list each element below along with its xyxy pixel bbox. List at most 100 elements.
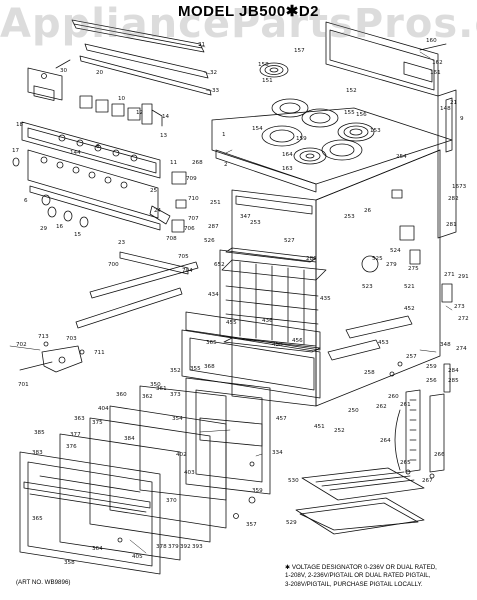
oven-cabinet [231,149,441,407]
part-callout: 457 [276,416,287,422]
part-callout: 709 [186,176,197,182]
part-callout: 652 [214,262,225,268]
part-callout: 258 [364,370,375,376]
side-panel [437,89,457,239]
part-callout: 158 [258,62,269,68]
part-callout: 6 [24,198,28,204]
part-callout: 159 [296,136,307,142]
part-callout: 9 [460,116,464,122]
part-callout: 362 [142,394,153,400]
part-callout: 373 [170,392,181,398]
part-callout: 32 [210,70,218,76]
part-callout: 24 [154,208,162,214]
part-callout: 164 [282,152,293,158]
part-callout: 14 [162,114,170,120]
part-callout: 451 [314,424,325,430]
part-callout: 254 [396,154,407,160]
part-callout: 524 [390,248,401,254]
part-callout: 268 [192,160,203,166]
part-callout: 285 [448,378,459,384]
part-callout: 455 [226,320,237,326]
part-callout: 703 [66,336,77,342]
part-callout: 250 [348,408,359,414]
part-callout: 262 [376,404,387,410]
part-callout: 701 [18,382,29,388]
part-callout: 384 [124,436,135,442]
part-callout: 30 [60,68,68,74]
art-number: (ART NO. WB9896) [16,579,71,586]
oven-racks-slides [75,251,199,329]
panel-brackets [149,171,187,233]
part-callout: 379 [168,544,179,550]
part-callout: 163 [282,166,293,172]
part-callout: 259 [426,364,437,370]
voltage-note-line: 1-208V, 2-236V/PIGTAIL OR DUAL RATED PIG… [285,572,431,580]
part-callout: 706 [184,226,195,232]
storage-drawer [181,311,321,399]
part-callout: 33 [212,88,220,94]
part-callout: 251 [210,200,221,206]
part-callout: 705 [178,254,189,260]
part-callout: 352 [170,368,181,374]
part-callout: 376 [66,444,77,450]
part-callout: 17 [12,148,20,154]
part-callout: 383 [32,450,43,456]
misc-screws [233,361,403,519]
part-callout: 434 [208,292,219,298]
part-callout: 378 [156,544,167,550]
part-callout: 21 [450,100,458,106]
voltage-note: ✱ VOLTAGE DESIGNATOR 0-236V OR DUAL RATE… [285,564,437,589]
part-callout: 25 [150,188,158,194]
surface-elements [259,62,375,165]
part-callout: 704 [182,268,193,274]
part-callout: 1 [222,132,226,138]
part-callout: 148 [440,106,451,112]
part-callout: 359 [252,488,263,494]
surface-unit-switches [79,95,163,127]
part-callout: 354 [172,416,183,422]
part-callout: 525 [372,256,383,262]
part-callout: 271 [444,272,455,278]
part-callout: 264 [380,438,391,444]
part-callout: 523 [362,284,373,290]
diagram-title: MODEL JB500✱D2 [178,3,320,20]
part-callout: 161 [430,70,441,76]
voltage-note-line: 3-208V/PIGTAIL, PURCHASE PIGTAIL LOCALLY… [285,580,423,588]
part-callout: 393 [192,544,203,550]
terminal-block-components [327,189,453,361]
part-callout: 144 [70,150,81,156]
part-callout: 291 [458,274,469,280]
part-callout: 160 [426,38,437,44]
part-callout: 521 [404,284,415,290]
oven-liner-racks [219,249,327,347]
part-callout: 365 [32,516,43,522]
part-callout: 20 [96,70,104,76]
part-callout: 530 [288,478,299,484]
door-handle [23,481,151,513]
part-callout: 12 [136,110,144,116]
part-callout: 156 [356,112,367,118]
part-callout: 152 [346,88,357,94]
part-callout: 365 [206,340,217,346]
part-callout: 458 [272,342,283,348]
broiler-pan [295,467,425,535]
part-callout: 708 [166,236,177,242]
part-callout: 266 [434,452,445,458]
part-callout: 279 [386,262,397,268]
part-callout: 26 [364,208,372,214]
part-callout: 284 [448,368,459,374]
part-callout: 261 [400,402,411,408]
part-callout: 252 [334,428,345,434]
part-callout: 348 [440,342,451,348]
part-callout: 31 [198,42,206,48]
part-callout: 29 [40,226,48,232]
part-callout: 355 [190,366,201,372]
part-callout: 700 [108,262,119,268]
part-callout: 272 [458,316,469,322]
part-callout: 710 [188,196,199,202]
part-callout: 347 [240,214,251,220]
part-callout: 452 [404,306,415,312]
control-panel [21,121,161,179]
part-callout: 711 [94,350,105,356]
part-callout: 253 [344,214,355,220]
